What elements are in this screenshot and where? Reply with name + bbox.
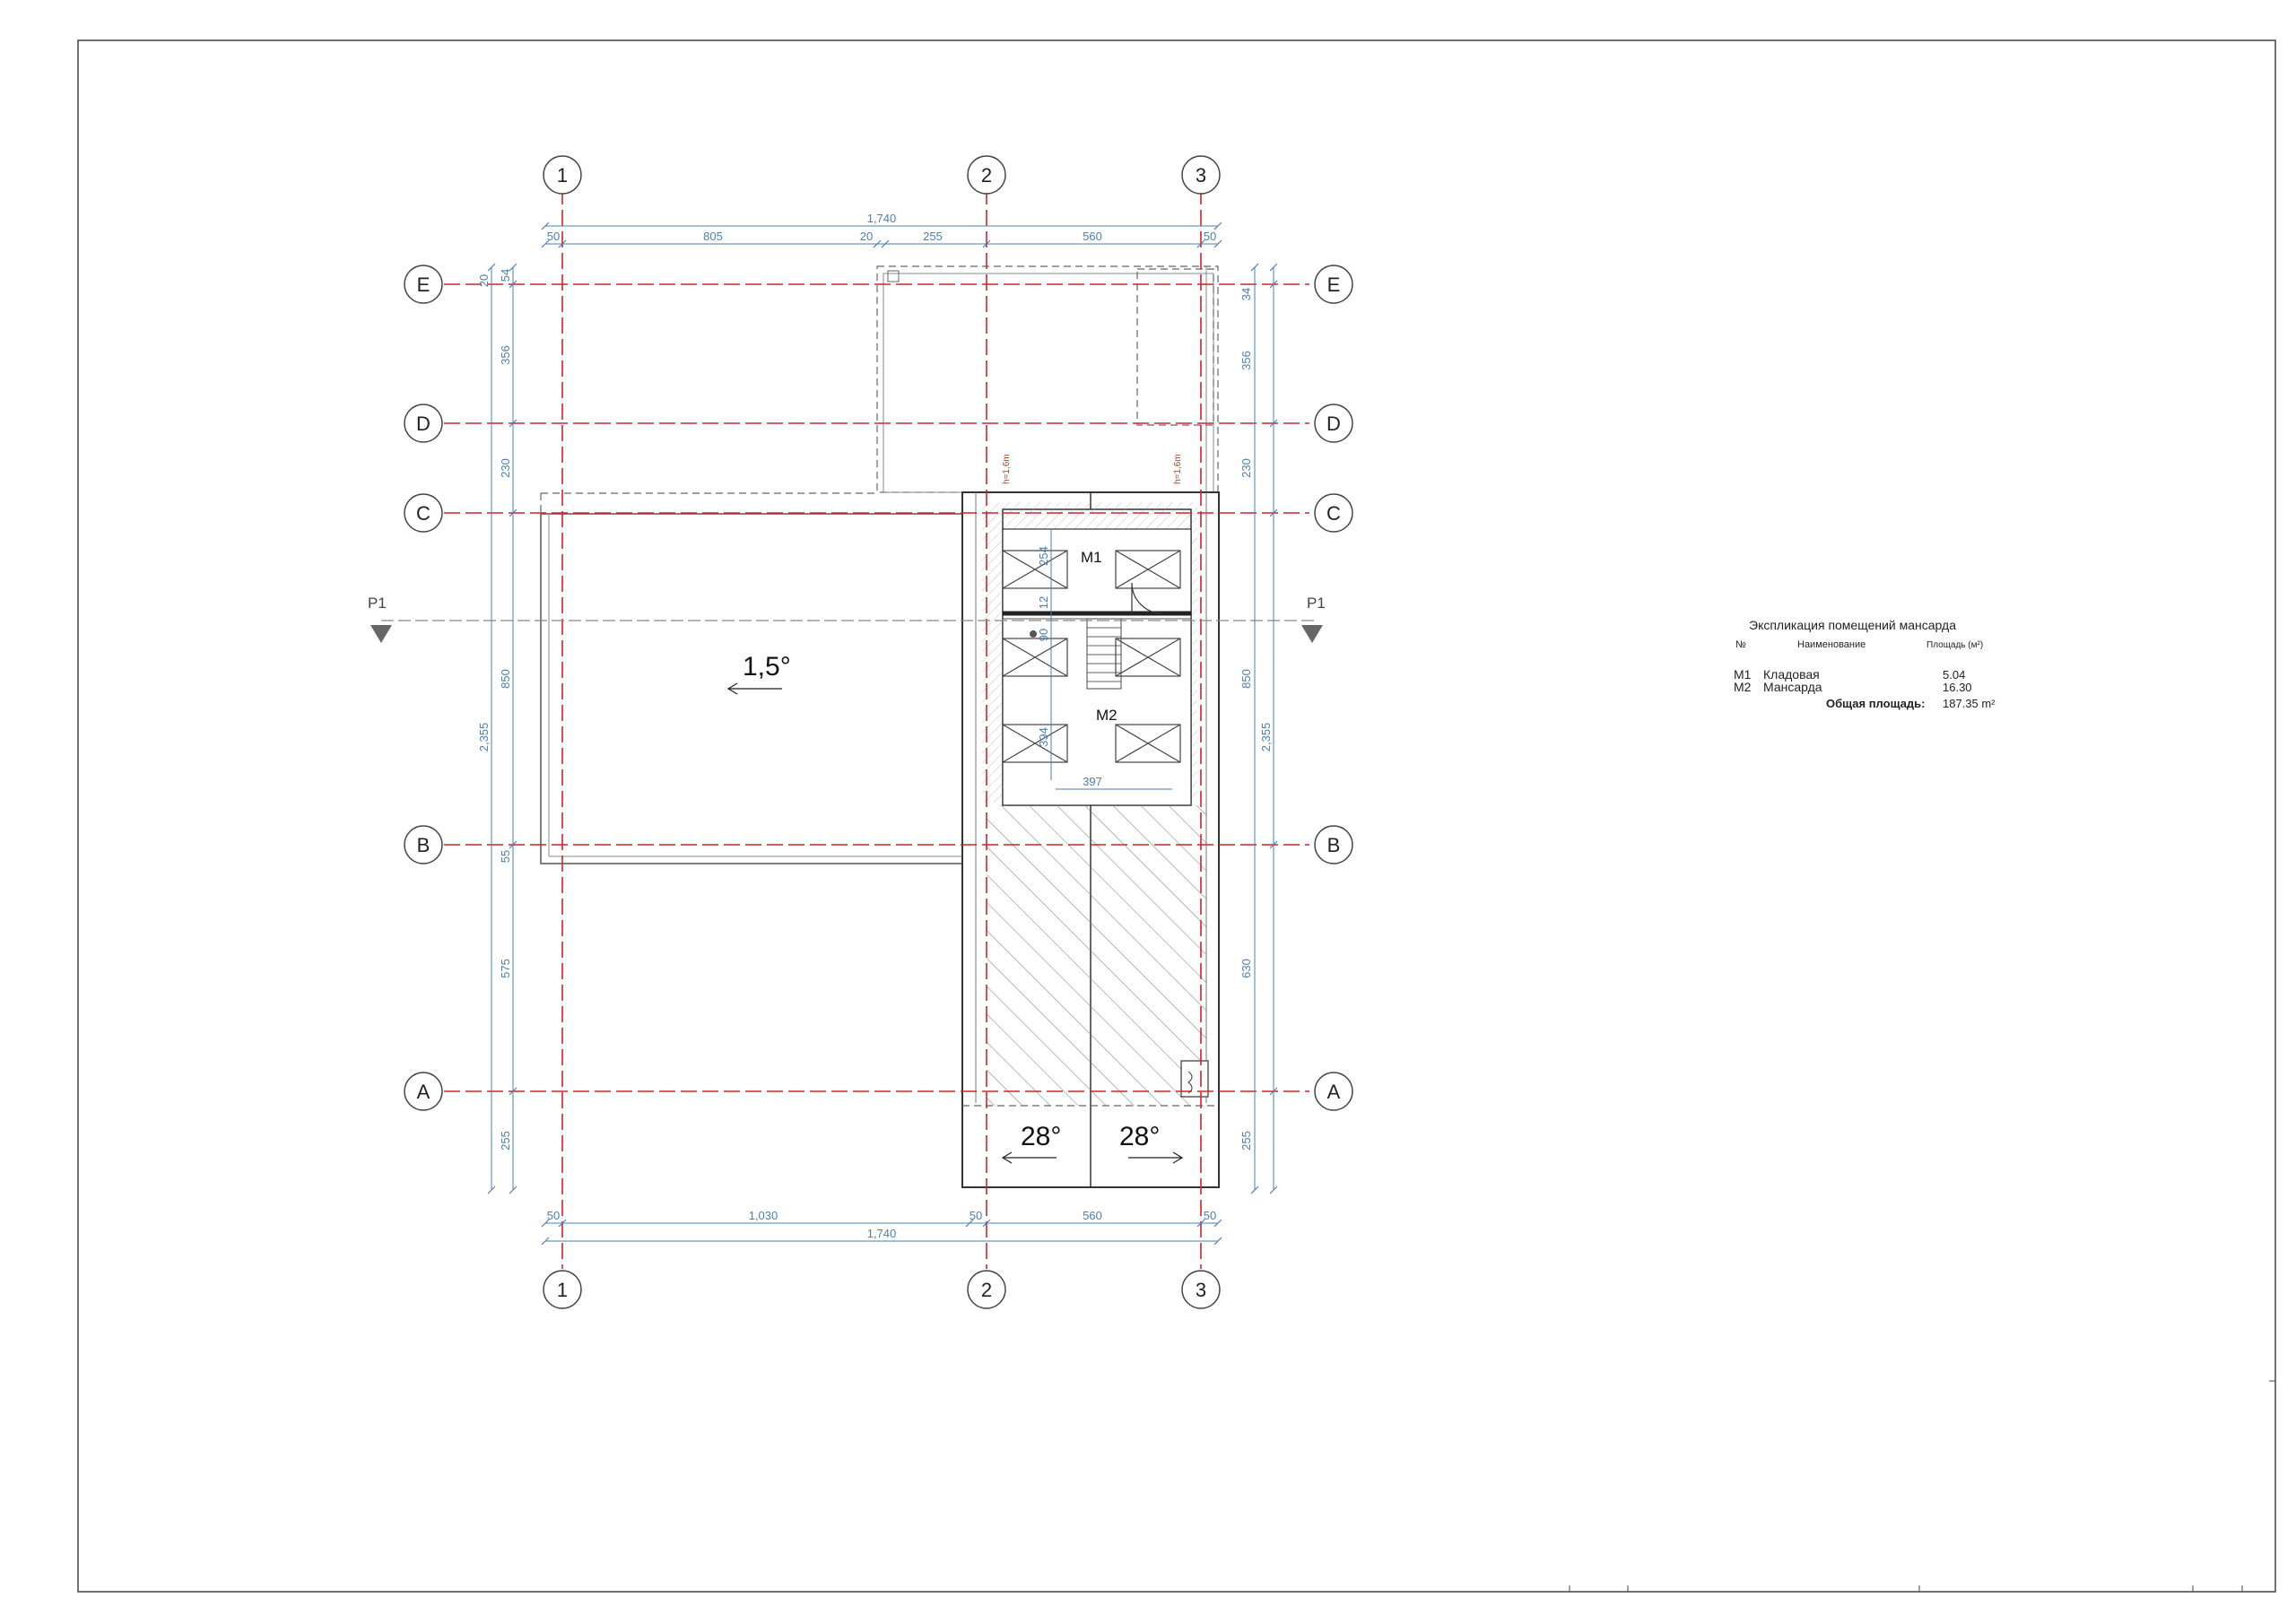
explication-col-name: Наименование	[1797, 639, 1866, 650]
dim-left-5: 850	[499, 669, 512, 689]
dim-top-6: 50	[1204, 230, 1216, 243]
dim-top-1: 50	[547, 230, 560, 243]
room-label-m2: M2	[1096, 707, 1118, 724]
dim-bottom-total: 1,740	[867, 1227, 897, 1240]
dim-inner-4: 394	[1037, 727, 1050, 747]
axis-label-E-right: E	[1327, 274, 1341, 296]
dim-left-6: 55	[499, 850, 512, 863]
explication-col-area: Площадь (м²)	[1926, 640, 1983, 650]
axis-label-A-left: A	[417, 1081, 430, 1103]
dim-top-3: 20	[860, 230, 873, 243]
dim-inner-2: 12	[1037, 596, 1050, 609]
dim-left-7: 575	[499, 959, 512, 978]
slope-flat-roof: 1,5°	[743, 652, 791, 682]
explication-total-label: Общая площадь:	[1826, 697, 1926, 710]
room-explication: Экспликация помещений мансарда № Наимено…	[1734, 618, 1996, 710]
dim-right-4: 850	[1239, 669, 1253, 689]
dim-inner-1: 254	[1037, 546, 1050, 566]
dim-left-8: 255	[499, 1131, 512, 1151]
frame-ticks	[1569, 1380, 2275, 1592]
axis-label-C-right: C	[1326, 502, 1341, 525]
explication-row2-name: Мансарда	[1763, 680, 1822, 694]
dim-right-total: 2,355	[1259, 723, 1273, 752]
dim-left-2: 54	[499, 269, 512, 282]
dimension-values: 1,740 50 805 20 255 560 50 50 1,030 50 5…	[477, 212, 1273, 1240]
dim-bottom-4: 560	[1083, 1209, 1102, 1222]
explication-total-value: 187.35 m²	[1943, 697, 1996, 710]
dim-bottom-2: 1,030	[749, 1209, 778, 1222]
cut-label-left: P1	[368, 595, 387, 612]
slope-right-pitch: 28°	[1119, 1122, 1160, 1151]
axis-bubbles	[404, 155, 1353, 1309]
dim-left-total: 2,355	[477, 723, 491, 752]
room-label-m1: M1	[1081, 549, 1102, 566]
dim-right-6: 255	[1239, 1131, 1253, 1151]
slope-arrowhead-right	[1172, 1151, 1184, 1164]
axis-label-D-right: D	[1326, 413, 1341, 435]
explication-row1-name: Кладовая	[1763, 667, 1820, 682]
roof-slope-hatch-right	[1091, 805, 1206, 1106]
dim-right-1: 34	[1239, 288, 1253, 300]
axis-labels: 1 2 3 1 2 3 E D C B A E D C B A	[416, 164, 1341, 1301]
explication-row2-area: 16.30	[1943, 681, 1972, 694]
axis-label-B-left: B	[417, 834, 430, 856]
axis-label-A-right: A	[1327, 1081, 1341, 1103]
axis-label-3-top: 3	[1196, 164, 1206, 187]
sheet-frame	[77, 39, 2276, 1593]
cut-arrow-left	[370, 625, 392, 643]
dim-right-5: 630	[1239, 959, 1253, 978]
dim-bottom-5: 50	[1204, 1209, 1216, 1222]
dim-top-2: 805	[703, 230, 723, 243]
slope-arrowhead-flat	[726, 682, 738, 695]
dormer-dashed	[1136, 268, 1214, 426]
dim-inner-3: 90	[1037, 629, 1050, 641]
dim-inner-5: 397	[1083, 775, 1102, 788]
dim-top-4: 255	[923, 230, 943, 243]
dim-bottom-1: 50	[547, 1209, 560, 1222]
height-mark-left: h=1,6m	[1002, 454, 1012, 484]
explication-title: Экспликация помещений мансарда	[1749, 618, 1956, 632]
explication-row1-area: 5.04	[1943, 668, 1965, 682]
axis-label-2-bottom: 2	[981, 1279, 992, 1301]
roof-slope-hatch-left	[987, 805, 1091, 1106]
dim-bottom-3: 50	[970, 1209, 982, 1222]
axis-label-D-left: D	[416, 413, 430, 435]
axis-label-2-top: 2	[981, 164, 992, 187]
door-swing	[1131, 582, 1163, 614]
section-cut: P1 P1	[368, 595, 1326, 643]
axis-label-1-top: 1	[557, 164, 568, 187]
explication-col-num: №	[1735, 639, 1746, 650]
dim-right-2: 356	[1239, 351, 1253, 370]
roof-geometry	[540, 265, 1220, 1188]
dim-right-3: 230	[1239, 458, 1253, 478]
dim-top-5: 560	[1083, 230, 1102, 243]
explication-row1-num: M1	[1734, 667, 1752, 682]
stair-post	[1030, 630, 1037, 638]
axis-grid	[444, 188, 1309, 1269]
dimension-ticks	[487, 221, 1278, 1246]
dim-top-total: 1,740	[867, 212, 897, 225]
dim-left-1: 20	[477, 274, 491, 287]
axis-label-C-left: C	[416, 502, 430, 525]
dimension-lines	[491, 225, 1274, 1242]
dim-left-3: 356	[499, 345, 512, 365]
slope-arrowhead-left	[1001, 1151, 1013, 1164]
axis-label-B-right: B	[1327, 834, 1341, 856]
skylights	[1002, 550, 1181, 763]
height-mark-right: h=1,6m	[1173, 454, 1183, 484]
dim-left-4: 230	[499, 458, 512, 478]
cut-arrow-right	[1301, 625, 1323, 643]
explication-row2-num: M2	[1734, 680, 1752, 694]
stair	[1086, 618, 1122, 690]
upper-dashed-outline	[876, 265, 1219, 493]
axis-label-3-bottom: 3	[1196, 1279, 1206, 1301]
cut-label-right: P1	[1307, 595, 1326, 612]
slope-left-pitch: 28°	[1021, 1122, 1061, 1151]
axis-label-1-bottom: 1	[557, 1279, 568, 1301]
axis-label-E-left: E	[417, 274, 430, 296]
